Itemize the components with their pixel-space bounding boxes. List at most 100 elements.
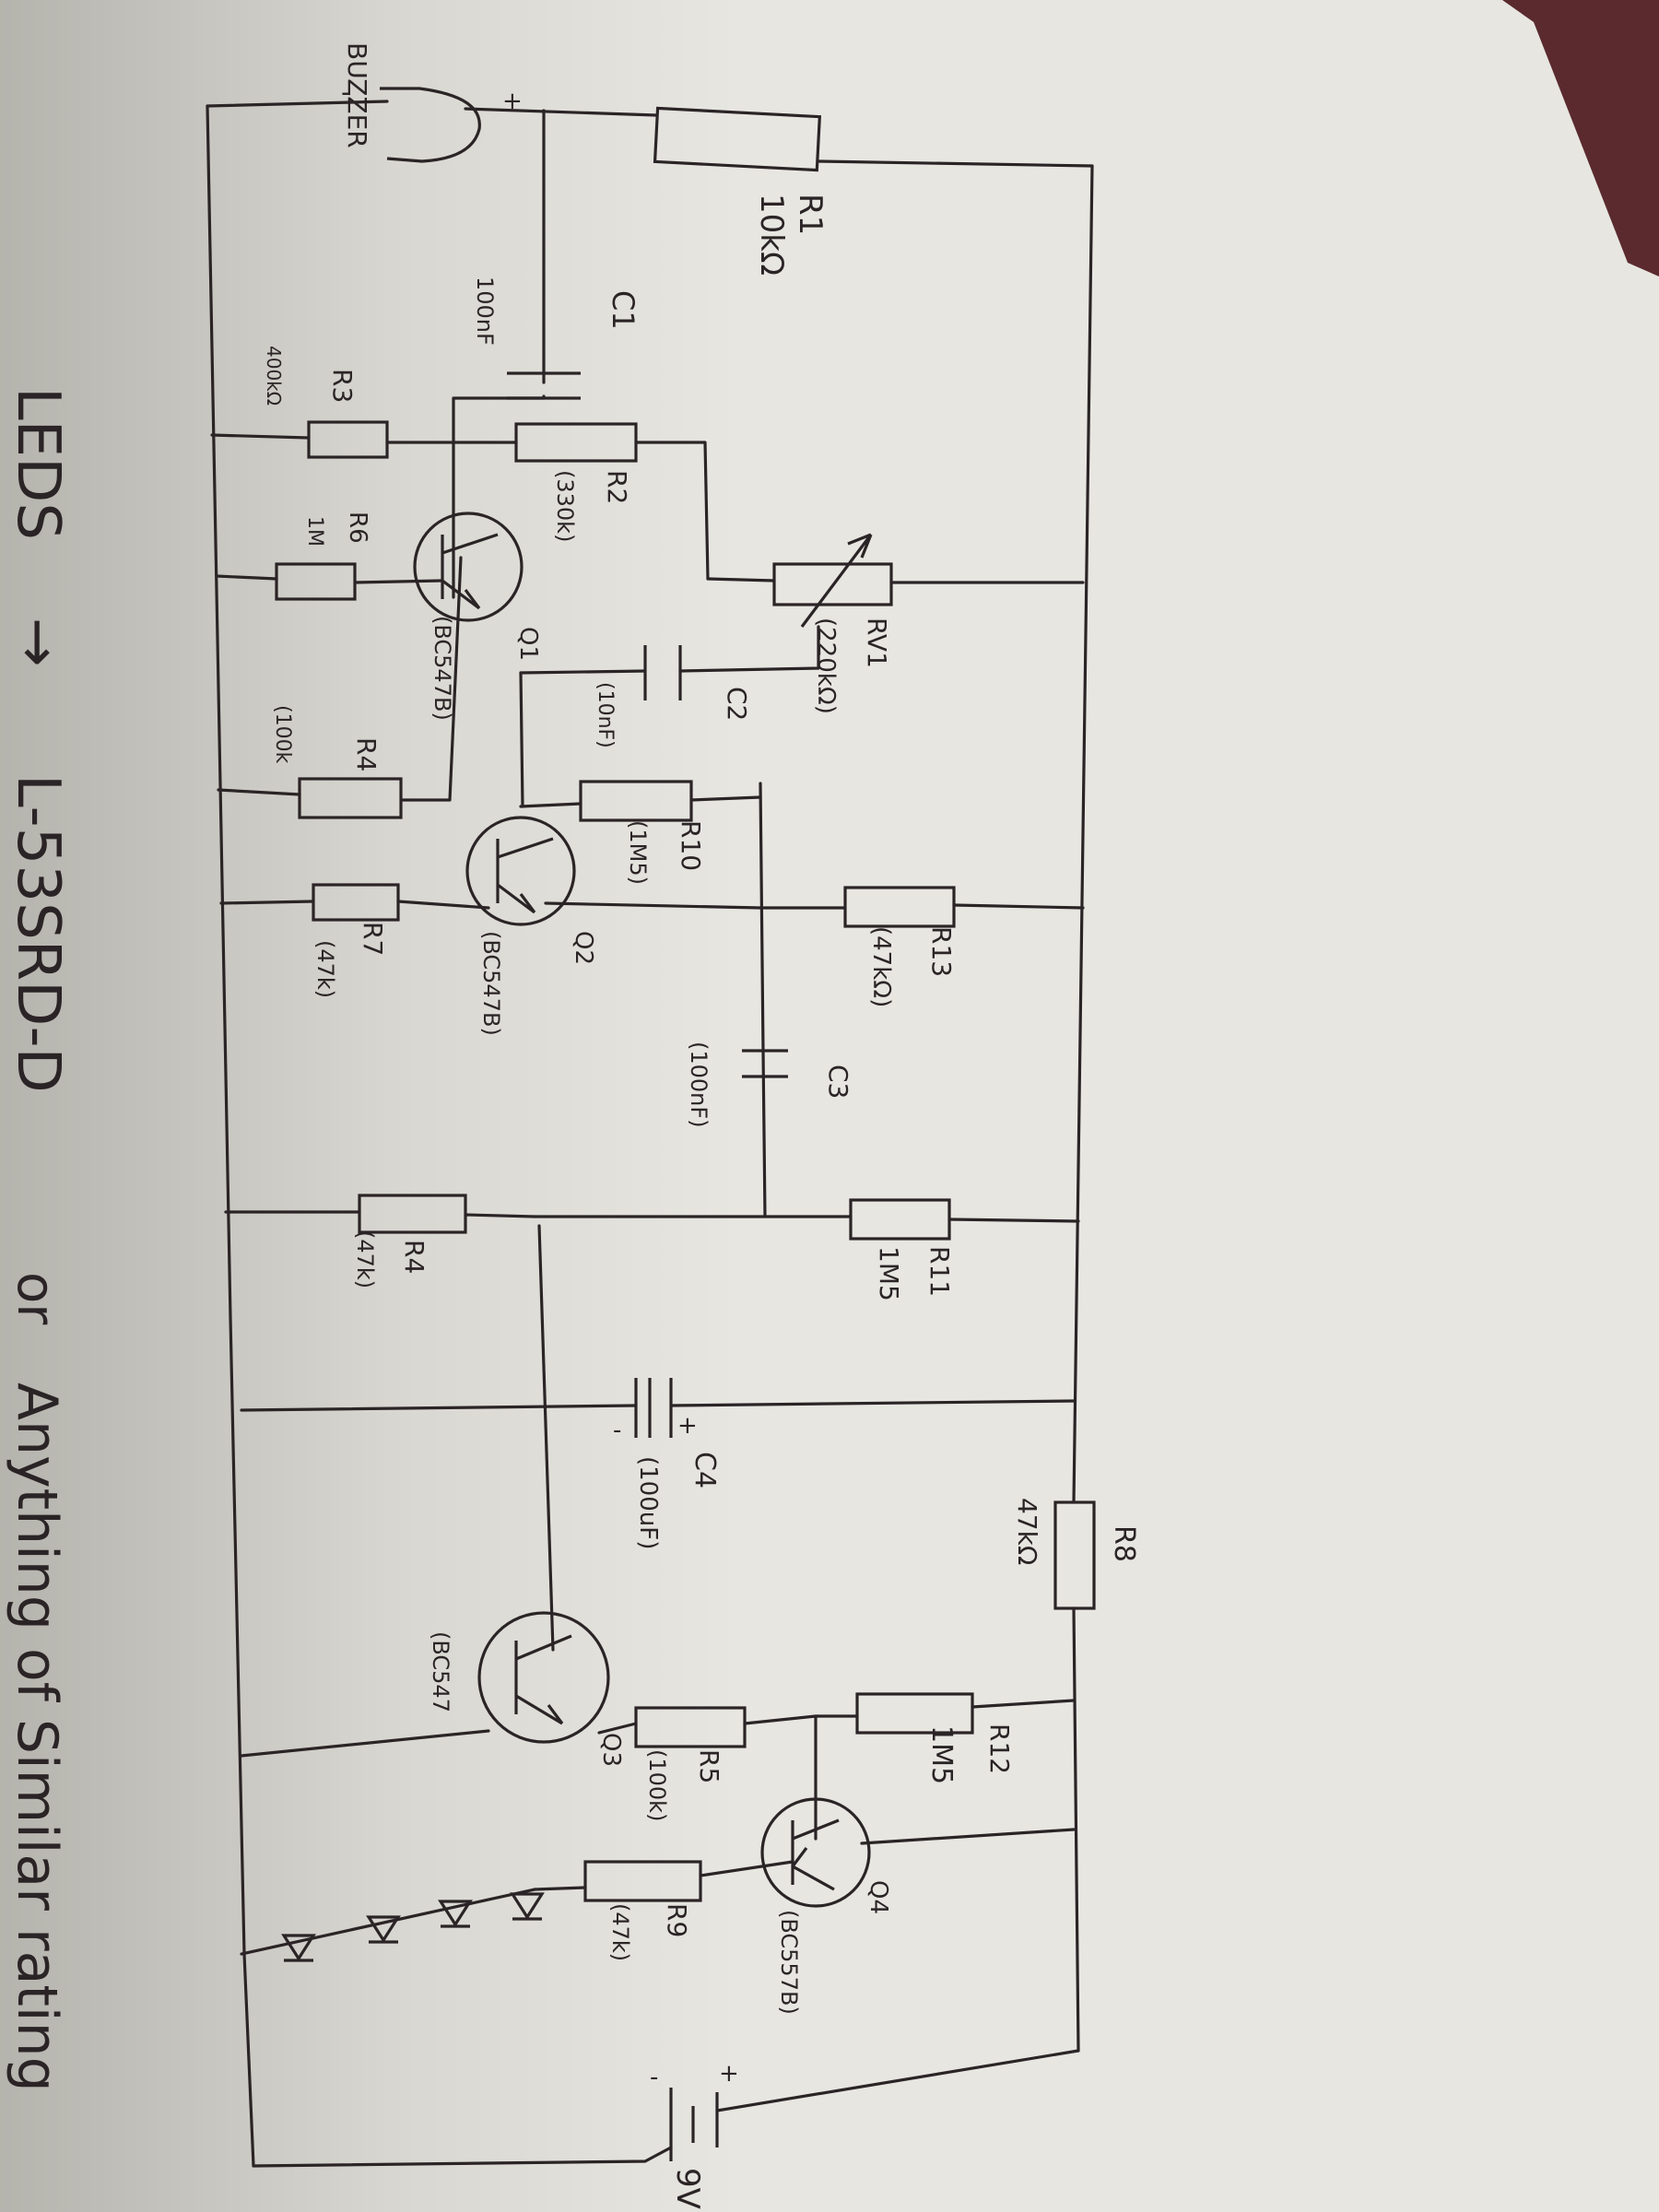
battery-minus: -	[650, 2064, 658, 2091]
potentiometer-rv1: RV1 (220kΩ)	[772, 533, 893, 714]
led-1	[281, 1934, 316, 1962]
r11-wire	[533, 1215, 1080, 1223]
r12-body	[855, 1692, 974, 1735]
rv1-body	[772, 562, 893, 606]
buzzer-label: BUZZER	[342, 42, 372, 148]
transistor-q4: Q4 (BC557B)	[760, 1797, 892, 2015]
ground-rail-left	[206, 104, 255, 2168]
resistor-r7: R7 (47k)	[312, 883, 400, 998]
led-3	[438, 1900, 473, 1928]
r13-body	[843, 886, 956, 928]
r13-value: (47kΩ)	[867, 926, 895, 1007]
r5-body	[634, 1706, 747, 1748]
r8-value: 47kΩ	[1012, 1498, 1042, 1565]
q3-body	[477, 1611, 610, 1744]
r10-name: R10	[676, 820, 706, 871]
battery-9v: + - 9V	[650, 2060, 739, 2209]
capacitor-c3: C3 (100nF)	[686, 1041, 853, 1128]
r8-name: R8	[1108, 1525, 1140, 1562]
bottom-wire-left	[252, 2146, 673, 2168]
r10-body	[579, 780, 693, 822]
r10-value: (1M5)	[625, 820, 651, 885]
r10-wire	[519, 795, 762, 808]
buzzer-symbol	[380, 87, 481, 163]
capacitor-c2: C2 (10nF)	[594, 645, 752, 748]
resistor-r3: R3 400kΩ	[263, 346, 389, 459]
q1-body	[413, 512, 524, 622]
r9-value: (47k)	[607, 1903, 633, 1961]
q3-emitter-wire	[240, 1729, 490, 1758]
q3-value: (BC547	[428, 1631, 453, 1712]
r13-wire	[544, 782, 1085, 1053]
r6-name: R6	[344, 512, 371, 544]
c2-name: C2	[722, 687, 752, 721]
r11-value: 1M5	[874, 1246, 904, 1301]
led-4	[510, 1892, 545, 1921]
c1-value: 100nF	[472, 276, 498, 346]
resistor-r8: R8 47kΩ	[1012, 1498, 1140, 1610]
r12-value: 1M5	[925, 1725, 958, 1784]
c3-wire	[761, 1049, 767, 1218]
c1-plates	[507, 371, 581, 400]
top-wire	[206, 100, 1094, 168]
r2-body	[514, 422, 638, 463]
r3-wire	[210, 433, 710, 581]
wires	[206, 100, 1094, 2168]
c3-plates	[742, 1049, 788, 1078]
bottom-wire-right	[715, 2049, 1080, 2112]
q4-value: (BC557B)	[776, 1910, 802, 2015]
resistor-r2: R2 (330k)	[514, 422, 638, 542]
r11-body	[849, 1198, 951, 1241]
resistor-r5: R5 (100k)	[634, 1706, 747, 1821]
transistor-q1: Q1 (BC547B)	[413, 512, 542, 721]
c3-value: (100nF)	[686, 1041, 712, 1128]
r3-value: 400kΩ	[263, 346, 285, 406]
q3-collector-wire	[537, 1224, 555, 1652]
buzzer-minus: -	[341, 76, 351, 109]
led-rail	[240, 1888, 536, 1956]
r9-wire	[533, 1860, 794, 1891]
note-part: L-53SRD-D	[4, 774, 72, 1093]
note-arrow: →	[4, 618, 72, 667]
q1-value: (BC547B)	[429, 616, 455, 721]
q1-name: Q1	[514, 627, 542, 661]
q3-name: Q3	[597, 1733, 625, 1767]
q4-leads	[791, 1818, 840, 1891]
r14-value: (47k)	[352, 1230, 378, 1288]
q1-leads	[441, 533, 499, 610]
r11-name: R11	[924, 1246, 955, 1297]
r1-body	[653, 106, 822, 172]
r4-wire	[217, 556, 463, 802]
r12-name: R12	[984, 1724, 1015, 1774]
note-alt: Anything of Similar rating	[5, 1382, 69, 2092]
c3-name: C3	[823, 1065, 853, 1099]
q1-rv1-wire	[706, 577, 1085, 584]
q2-body	[465, 816, 576, 926]
q2-emitter-wire	[519, 671, 524, 808]
positive-rail-right	[1072, 164, 1094, 2053]
resistor-r6: R6 1M	[275, 512, 371, 601]
rv1-name: RV1	[862, 618, 892, 668]
c2-wire	[519, 625, 820, 675]
note-or: or	[6, 1272, 65, 1325]
r2-name: R2	[602, 470, 632, 504]
q4-name: Q4	[865, 1880, 892, 1914]
rv1-wiper	[800, 533, 873, 628]
resistor-r4-upper: R4 (100k	[271, 705, 403, 819]
battery-plates	[669, 2088, 719, 2161]
led-note: LEDS → L-53SRD-D or Anything of Similar …	[4, 387, 72, 2092]
resistor-r11: R11 1M5	[849, 1198, 955, 1301]
q4-emitter-wire	[860, 1828, 1076, 1845]
q2-name: Q2	[570, 931, 597, 965]
r12-wire	[814, 1699, 1076, 1718]
r6-value: 1M	[303, 516, 326, 547]
c1-name: C1	[606, 290, 641, 330]
c4-minus: -	[613, 1417, 621, 1444]
q2-leads	[496, 837, 554, 914]
transistor-q3: Q3 (BC547	[428, 1611, 625, 1767]
r4a-name: R4	[351, 737, 382, 771]
battery-value: 9V	[669, 2168, 706, 2209]
q3-leads	[514, 1634, 572, 1725]
resistor-r9: R9 (47k)	[583, 1860, 702, 1961]
r4a-body	[298, 777, 403, 819]
